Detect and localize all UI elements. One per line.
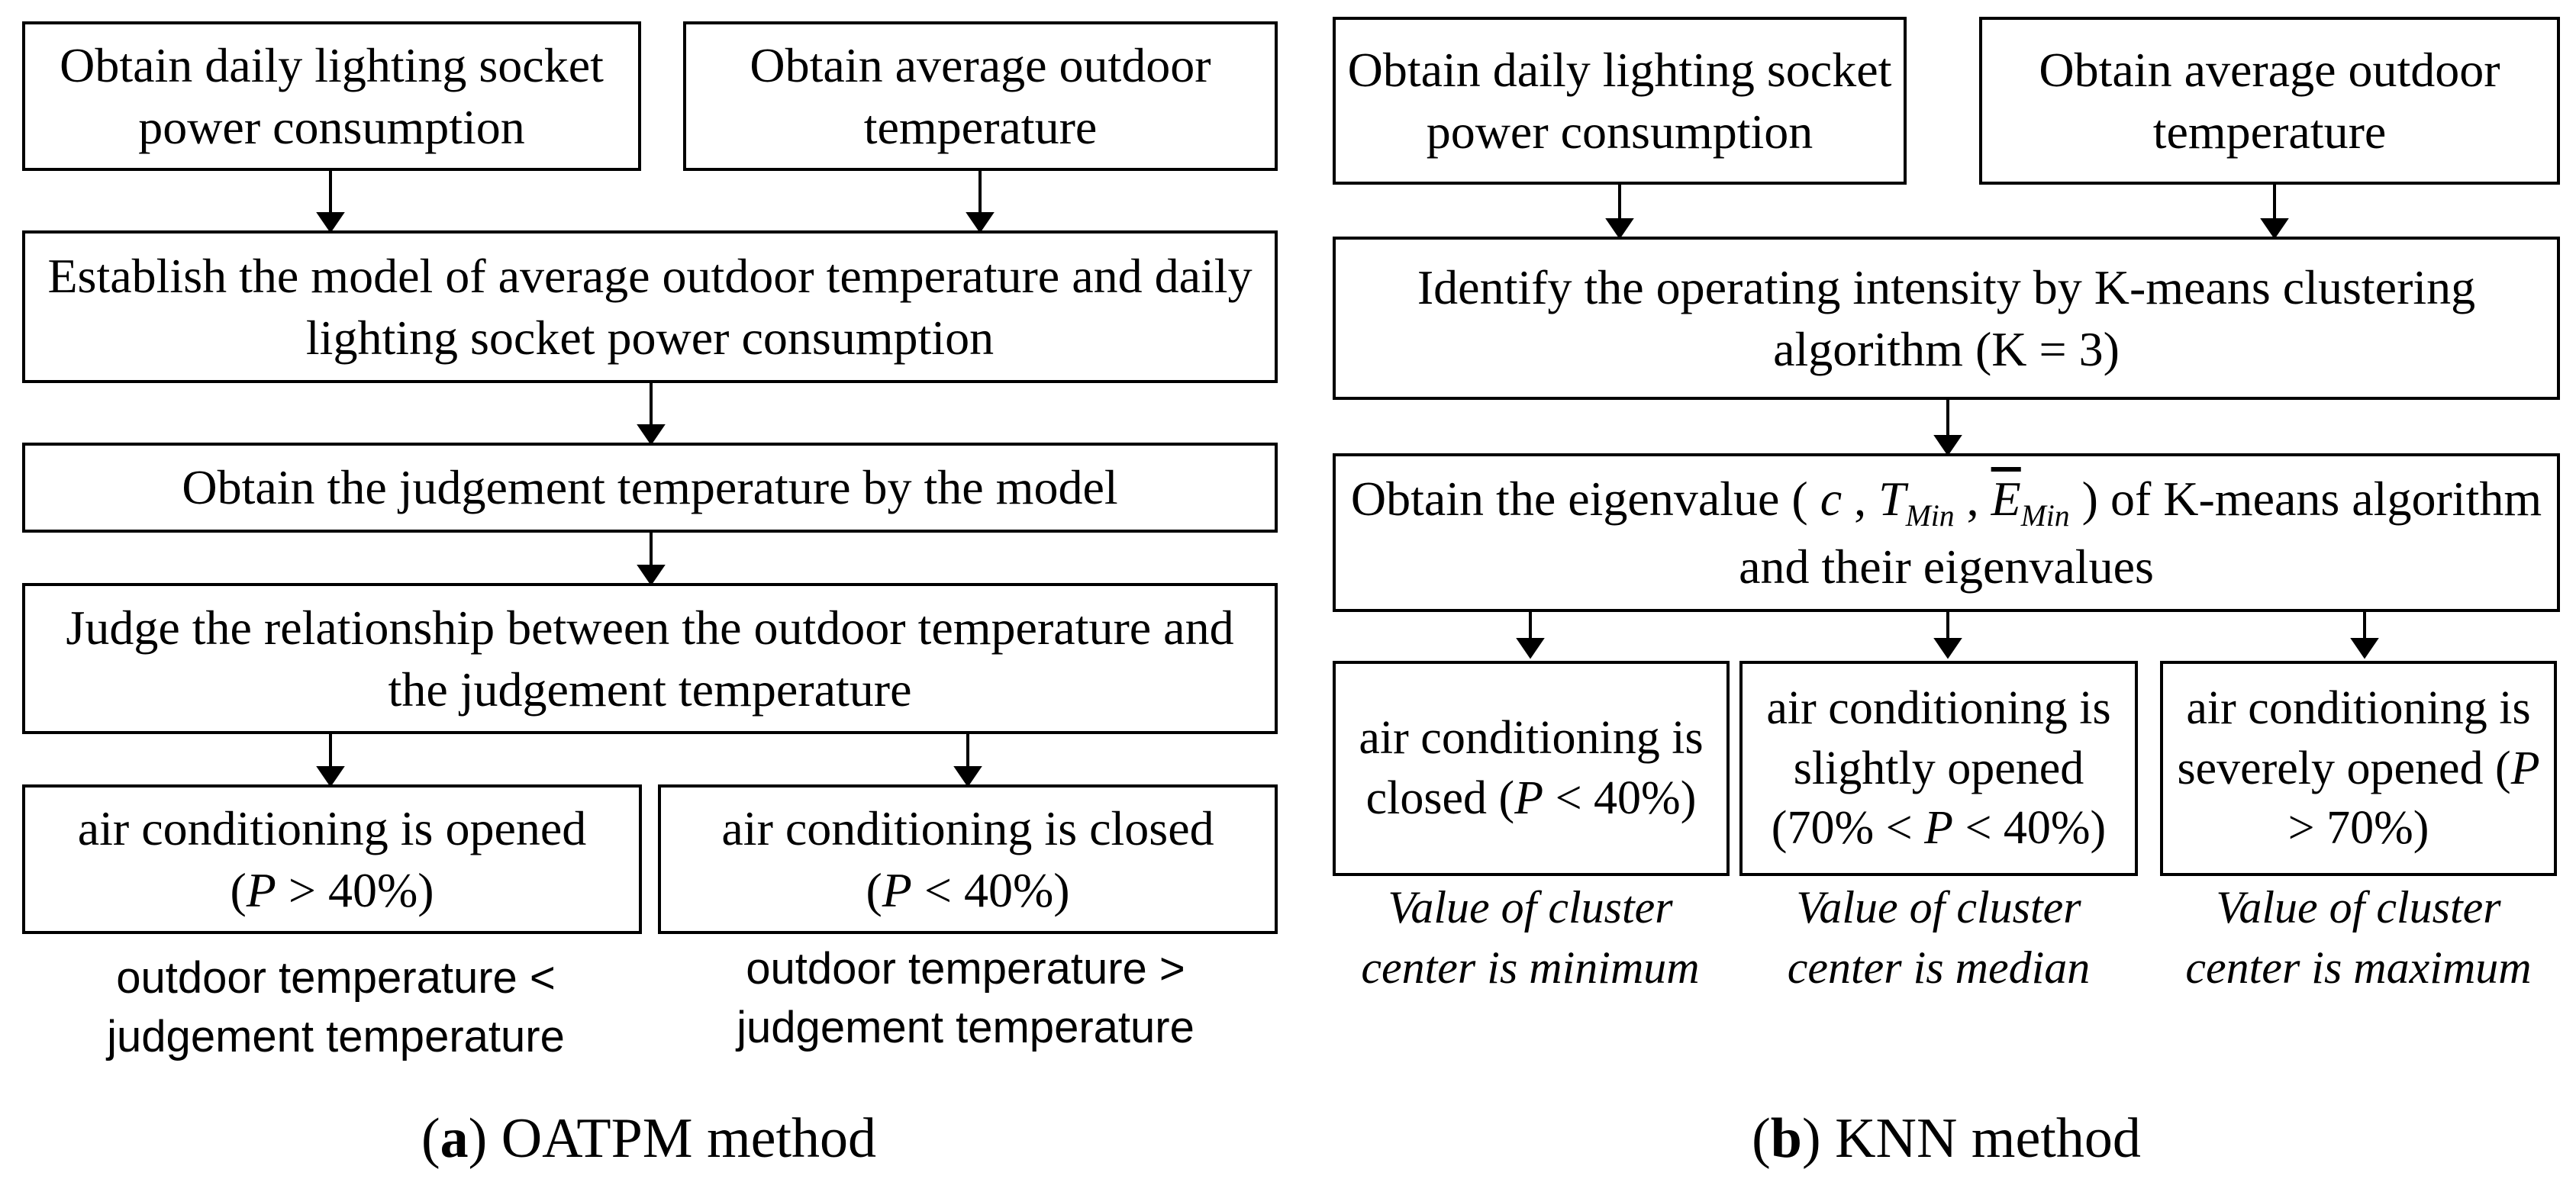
right-note-cluster-maximum: Value of cluster center is maximum bbox=[2185, 882, 2532, 994]
left-caption: (a) OATPM method bbox=[421, 1107, 877, 1170]
left-box-judge-relationship: Judge the relationship between the outdo… bbox=[22, 583, 1278, 734]
left-box-daily-power: Obtain daily lighting socket power consu… bbox=[22, 21, 641, 171]
right-box-ac-severely-opened: air conditioning is severely opened (P >… bbox=[2160, 661, 2557, 876]
left-box-judgement-temp: Obtain the judgement temperature by the … bbox=[22, 443, 1278, 533]
right-note-cluster-median: Value of cluster center is median bbox=[1787, 882, 2091, 994]
right-box-eigenvalue: Obtain the eigenvalue ( c , TMin , EMin … bbox=[1333, 453, 2560, 612]
right-caption: (b) KNN method bbox=[1752, 1107, 2141, 1170]
right-box-identify-intensity: Identify the operating intensity by K-me… bbox=[1333, 237, 2560, 400]
right-box-outdoor-temp: Obtain average outdoor temperature bbox=[1979, 17, 2560, 185]
right-note-cluster-minimum: Value of cluster center is minimum bbox=[1361, 882, 1700, 994]
right-box-ac-slightly-opened: air conditioning is slightly opened (70%… bbox=[1739, 661, 2138, 876]
left-box-establish-model: Establish the model of average outdoor t… bbox=[22, 230, 1278, 383]
left-box-ac-closed: air conditioning is closed(P < 40%) bbox=[658, 784, 1278, 934]
right-box-ac-closed: air conditioning is closed (P < 40%) bbox=[1333, 661, 1730, 876]
right-box-daily-power: Obtain daily lighting socket power consu… bbox=[1333, 17, 1907, 185]
left-box-outdoor-temp: Obtain average outdoor temperature bbox=[683, 21, 1278, 171]
left-note-opened-condition: outdoor temperature < judgement temperat… bbox=[107, 953, 565, 1061]
left-note-closed-condition: outdoor temperature > judgement temperat… bbox=[737, 944, 1195, 1052]
left-box-ac-opened: air conditioning is opened(P > 40%) bbox=[22, 784, 642, 934]
